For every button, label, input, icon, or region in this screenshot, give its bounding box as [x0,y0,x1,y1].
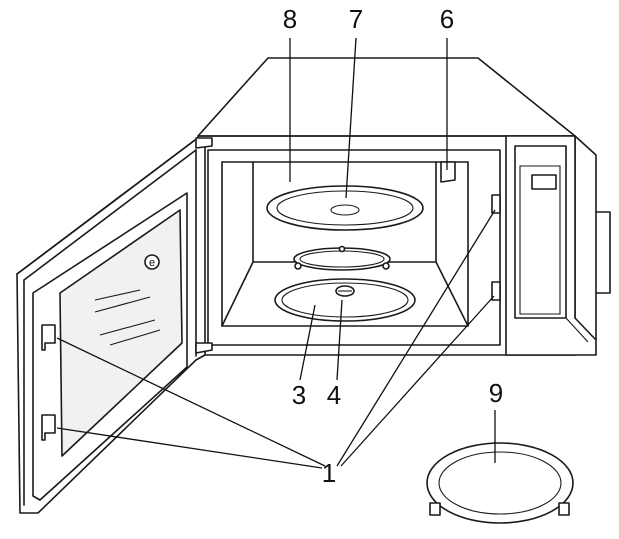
waveguide-cover [440,161,456,183]
callout-labels: 8 7 6 3 4 9 1 [283,4,503,488]
callout-label-8: 8 [283,4,297,34]
door-emblem-text: e [149,257,155,269]
callout-label-7: 7 [349,4,363,34]
door [16,137,213,514]
display-window [531,174,557,190]
callout-label-3: 3 [292,380,306,410]
coupler [335,285,355,297]
floor-plate [274,278,416,322]
roller-ring [293,245,391,271]
callout-label-1: 1 [322,458,336,488]
roller-ring-detail [426,442,574,524]
callout-label-9: 9 [489,378,503,408]
callout-label-6: 6 [440,4,454,34]
door-emblem: e [144,254,160,270]
control-panel [505,135,597,356]
leader-lines [56,37,496,469]
latch-holes [491,194,501,301]
cavity [207,149,501,346]
callout-label-4: 4 [327,380,341,410]
glass-tray [266,185,424,231]
